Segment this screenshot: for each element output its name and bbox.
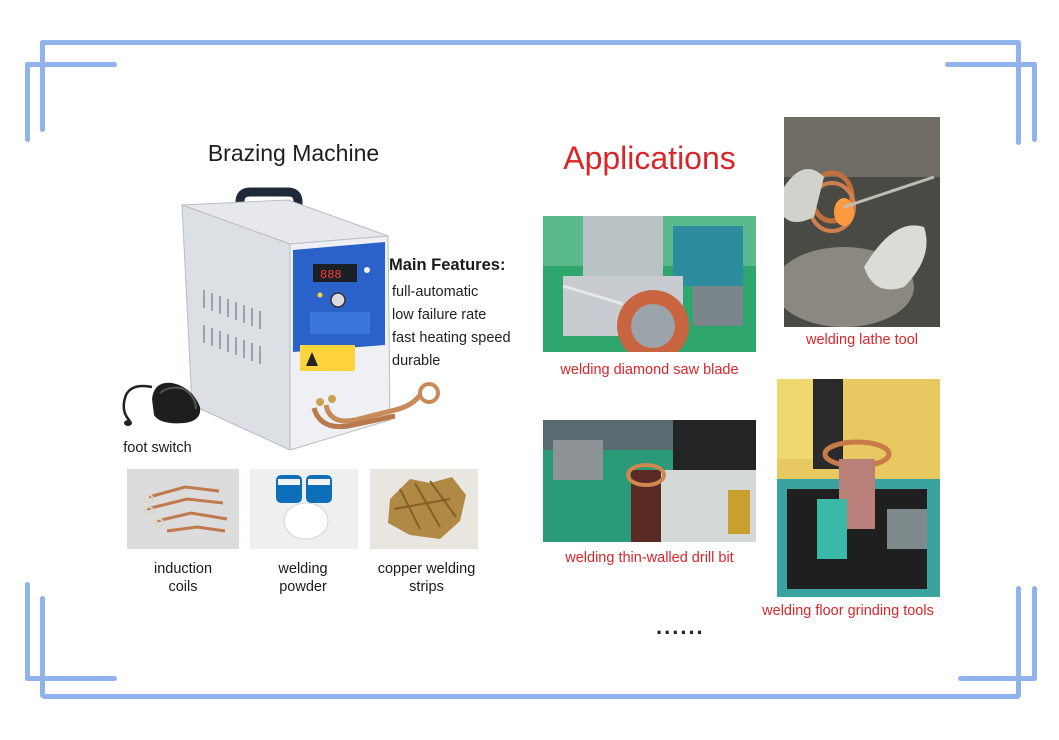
- welding-powder-image: [250, 469, 358, 549]
- corner-right-bottom-h: [958, 676, 1037, 681]
- applications-title: Applications: [563, 140, 736, 176]
- corner-left-bottom-v: [25, 582, 30, 681]
- machine-title: Brazing Machine: [207, 140, 380, 166]
- brazing-machine-image: 888: [181, 187, 440, 450]
- foot-switch-label: foot switch: [123, 440, 192, 456]
- application-caption: welding diamond saw blade: [560, 362, 739, 378]
- frame-right-line: [1016, 40, 1021, 145]
- accessory-label-line: copper welding: [377, 561, 476, 577]
- corner-left-bottom-h: [25, 676, 117, 681]
- feature-item: full-automatic: [392, 284, 479, 300]
- application-caption: welding floor grinding tools: [762, 603, 934, 619]
- more-applications-ellipsis: ......: [656, 614, 705, 639]
- foot-switch-image: [122, 382, 201, 426]
- feature-item: low failure rate: [392, 307, 487, 323]
- frame-left-line: [40, 40, 45, 132]
- corner-left-top-h: [25, 62, 117, 67]
- frame-bottom-line: [42, 694, 1020, 699]
- application-caption: welding lathe tool: [805, 332, 919, 348]
- floor-grinding-tools-photo: [777, 379, 940, 597]
- thin-walled-drill-bit-photo: [543, 420, 756, 542]
- feature-item: durable: [392, 353, 441, 369]
- feature-item: fast heating speed: [392, 330, 511, 346]
- accessory-label-line: induction: [153, 561, 213, 577]
- frame-left-line-lower: [40, 596, 45, 698]
- accessory-label-line: coils: [168, 579, 198, 595]
- svg-text:888: 888: [320, 268, 342, 282]
- accessory-label-line: strips: [409, 579, 444, 595]
- frame-top-line: [42, 40, 1020, 45]
- induction-coils-image: [127, 469, 239, 549]
- corner-right-bottom-v: [1032, 586, 1037, 681]
- features-heading: Main Features:: [389, 256, 506, 274]
- corner-left-top-v: [25, 62, 30, 142]
- accessory-label: welding powder: [244, 560, 362, 596]
- accessory-label: induction coils: [124, 560, 242, 596]
- corner-right-top-h: [945, 62, 1037, 67]
- corner-right-top-v: [1032, 62, 1037, 142]
- accessory-label: copper welding strips: [360, 560, 493, 596]
- frame-right-line-lower: [1016, 586, 1021, 698]
- accessory-label-line: welding: [278, 561, 328, 577]
- lathe-tool-photo: [784, 117, 940, 327]
- features-list: full-automatic low failure rate fast hea…: [392, 281, 511, 373]
- copper-welding-strips-image: [370, 469, 478, 549]
- diamond-saw-blade-photo: [543, 216, 756, 352]
- application-caption: welding thin-walled drill bit: [565, 550, 734, 566]
- accessory-label-line: powder: [279, 579, 327, 595]
